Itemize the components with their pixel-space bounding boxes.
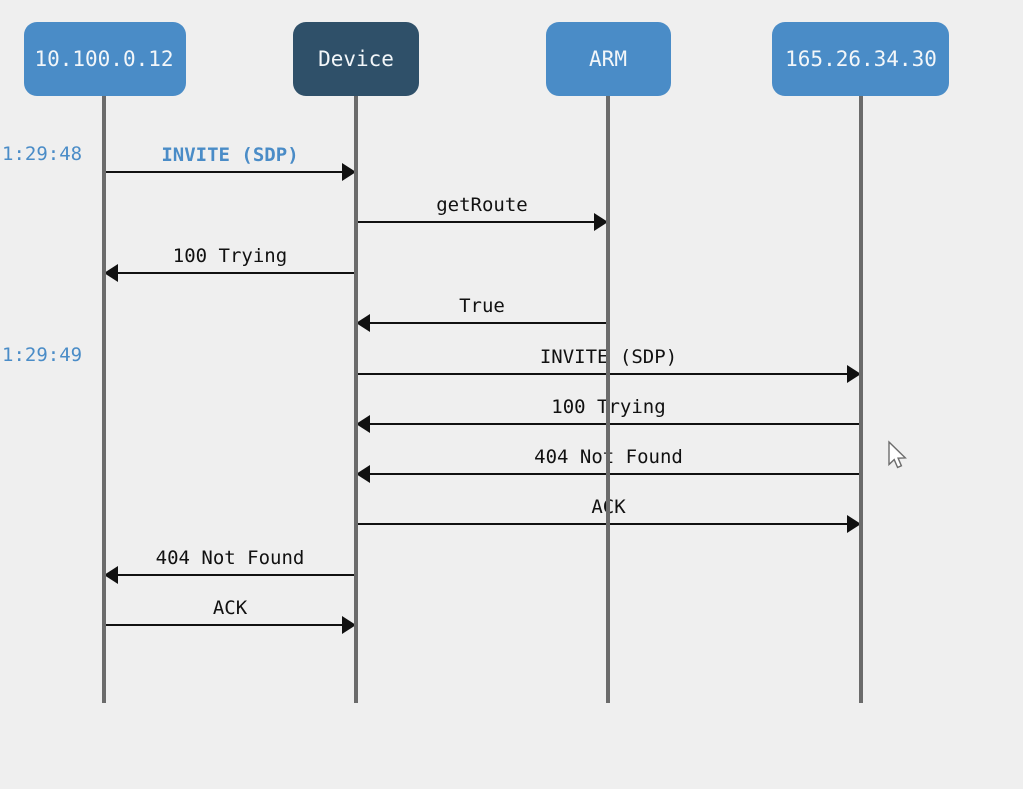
sequence-message: 100 Trying xyxy=(104,245,356,282)
message-arrowhead xyxy=(104,264,118,282)
message-label: getRoute xyxy=(436,194,528,216)
message-arrowhead xyxy=(847,515,861,533)
participant-box[interactable] xyxy=(772,22,949,96)
message-arrowhead xyxy=(342,616,356,634)
message-label: True xyxy=(459,295,505,317)
participant-box[interactable] xyxy=(293,22,419,96)
participant-device[interactable]: Device xyxy=(293,22,419,96)
participants-layer: 10.100.0.12 Device ARM 165.26.34.30 xyxy=(24,22,949,96)
participant-caller[interactable]: 10.100.0.12 xyxy=(24,22,186,96)
message-arrowhead xyxy=(356,465,370,483)
message-label: INVITE (SDP) xyxy=(161,144,298,166)
timestamps-layer: 1:29:48 1:29:49 xyxy=(2,143,82,366)
message-arrowhead xyxy=(104,566,118,584)
sequence-message: 404 Not Found xyxy=(104,547,356,584)
message-arrowhead xyxy=(847,365,861,383)
message-arrowhead xyxy=(356,314,370,332)
sequence-message: ACK xyxy=(356,496,861,533)
sequence-message: INVITE (SDP) xyxy=(104,144,356,181)
message-arrowhead xyxy=(356,415,370,433)
message-arrowhead xyxy=(342,163,356,181)
lifelines-overlay-layer xyxy=(102,96,863,703)
message-label: ACK xyxy=(213,597,248,619)
message-arrowhead xyxy=(594,213,608,231)
participant-peer[interactable]: 165.26.34.30 xyxy=(772,22,949,96)
message-label: 100 Trying xyxy=(173,245,287,267)
sequence-message: True xyxy=(356,295,608,332)
timestamp-label-1: 1:29:48 xyxy=(2,143,82,165)
sequence-message: getRoute xyxy=(356,194,608,231)
mouse-pointer-icon xyxy=(888,440,907,469)
participant-box[interactable] xyxy=(546,22,671,96)
participant-box[interactable] xyxy=(24,22,186,96)
participant-label: ARM xyxy=(589,47,627,71)
message-label: 404 Not Found xyxy=(156,547,305,569)
participant-label: 10.100.0.12 xyxy=(34,47,173,71)
timestamp-label-2: 1:29:49 xyxy=(2,344,82,366)
participant-arm[interactable]: ARM xyxy=(546,22,671,96)
participant-label: Device xyxy=(318,47,394,71)
participant-label: 165.26.34.30 xyxy=(785,47,937,71)
sequence-message: ACK xyxy=(104,597,356,634)
